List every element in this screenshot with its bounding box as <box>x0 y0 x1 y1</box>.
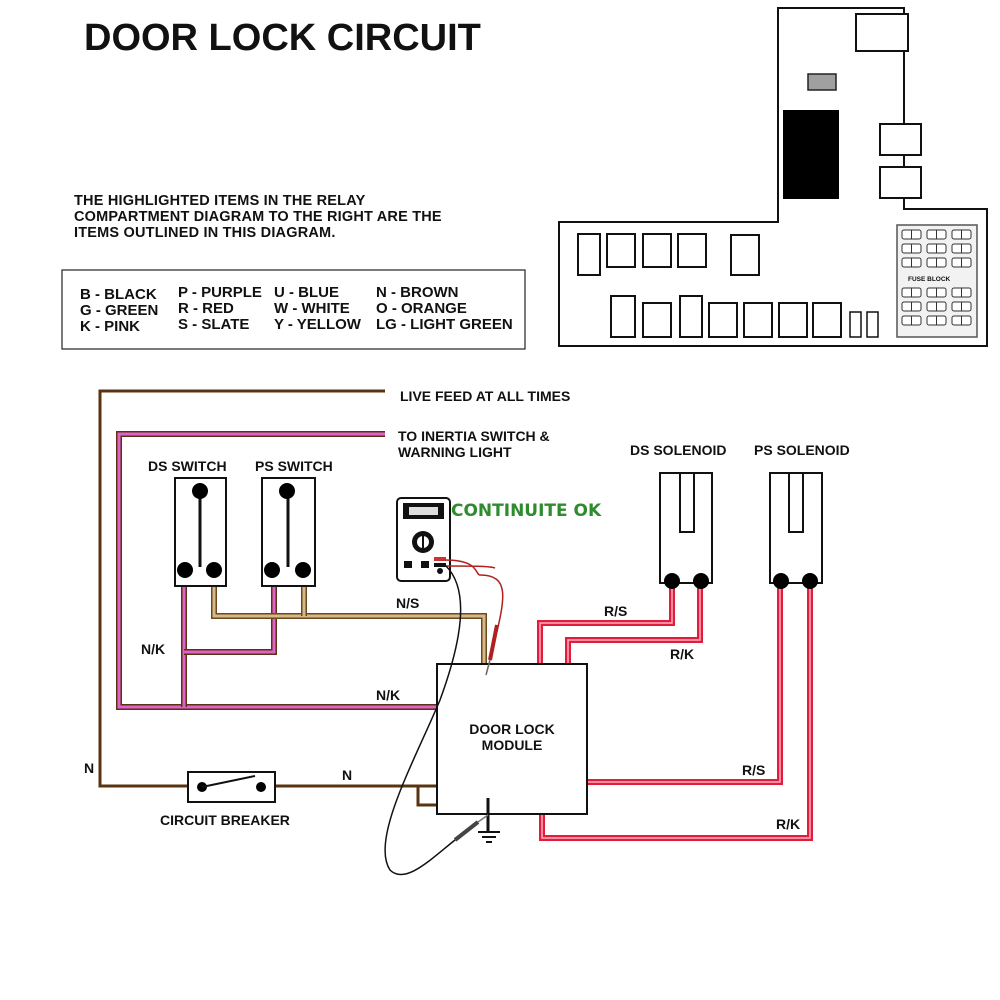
wire-label-rk-top: R/K <box>670 646 694 662</box>
wire-label-rs-top: R/S <box>604 603 627 619</box>
ds-switch <box>174 477 227 587</box>
wire-label-ns: N/S <box>396 595 419 611</box>
legend-red: R - RED <box>178 300 234 317</box>
wire-label-rk-bottom: R/K <box>776 816 800 832</box>
inertia-label-line-2: WARNING LIGHT <box>398 444 512 460</box>
legend-light-green: LG - LIGHT GREEN <box>376 316 513 333</box>
legend-slate: S - SLATE <box>178 316 249 333</box>
door-lock-module: DOOR LOCK MODULE <box>436 663 588 832</box>
legend-white: W - WHITE <box>274 300 350 317</box>
legend-orange: O - ORANGE <box>376 300 467 317</box>
fuse-block-label: FUSE BLOCK <box>908 276 951 283</box>
legend-yellow: Y - YELLOW <box>274 316 362 333</box>
ds-switch-label: DS SWITCH <box>148 458 227 474</box>
live-feed-label: LIVE FEED AT ALL TIMES <box>400 388 570 404</box>
note-line-2: COMPARTMENT DIAGRAM TO THE RIGHT ARE THE <box>74 209 442 225</box>
wire-tan-ns <box>211 580 487 685</box>
color-legend: B - BLACK G - GREEN K - PINK P - PURPLE … <box>61 269 526 350</box>
circuit-breaker-label: CIRCUIT BREAKER <box>160 812 290 828</box>
inertia-label-line-1: TO INERTIA SWITCH & <box>398 428 550 444</box>
ps-solenoid-label: PS SOLENOID <box>754 442 850 458</box>
ps-switch <box>261 477 316 587</box>
legend-black: B - BLACK <box>80 286 157 303</box>
relay-highlighted-small <box>807 73 837 91</box>
relay-highlighted-large <box>783 110 839 199</box>
note-line-3: ITEMS OUTLINED IN THIS DIAGRAM. <box>74 225 336 241</box>
circuit-breaker <box>187 771 276 803</box>
module-label-line-2: MODULE <box>482 737 543 753</box>
page-title: DOOR LOCK CIRCUIT <box>84 17 481 59</box>
wire-red-solenoids <box>537 583 813 841</box>
ds-solenoid <box>659 472 713 589</box>
legend-pink: K - PINK <box>80 318 140 335</box>
legend-blue: U - BLUE <box>274 284 339 301</box>
legend-purple: P - PURPLE <box>178 284 262 301</box>
wire-label-nk-left: N/K <box>141 641 165 657</box>
continuity-ok-label: CONTINUITE OK <box>451 501 602 521</box>
ds-solenoid-label: DS SOLENOID <box>630 442 726 458</box>
wire-label-n-mid: N <box>342 767 352 783</box>
ground-symbol <box>478 831 500 843</box>
multimeter-probe-leads <box>384 559 504 876</box>
note-line-1: THE HIGHLIGHTED ITEMS IN THE RELAY <box>74 193 366 209</box>
ps-solenoid <box>769 472 823 589</box>
wire-label-rs-bottom: R/S <box>742 762 765 778</box>
module-label-line-1: DOOR LOCK <box>469 721 555 737</box>
note-text: THE HIGHLIGHTED ITEMS IN THE RELAY COMPA… <box>74 193 442 241</box>
fuse-block: FUSE BLOCK <box>896 224 978 338</box>
wire-pink-nk <box>116 431 437 710</box>
wire-label-nk-mid: N/K <box>376 687 400 703</box>
legend-green: G - GREEN <box>80 302 158 319</box>
multimeter <box>396 497 451 582</box>
wire-label-n-left: N <box>84 760 94 776</box>
relay-compartment-diagram: FUSE BLOCK <box>558 7 988 347</box>
ps-switch-label: PS SWITCH <box>255 458 333 474</box>
legend-brown: N - BROWN <box>376 284 459 301</box>
legend-box <box>61 269 526 350</box>
